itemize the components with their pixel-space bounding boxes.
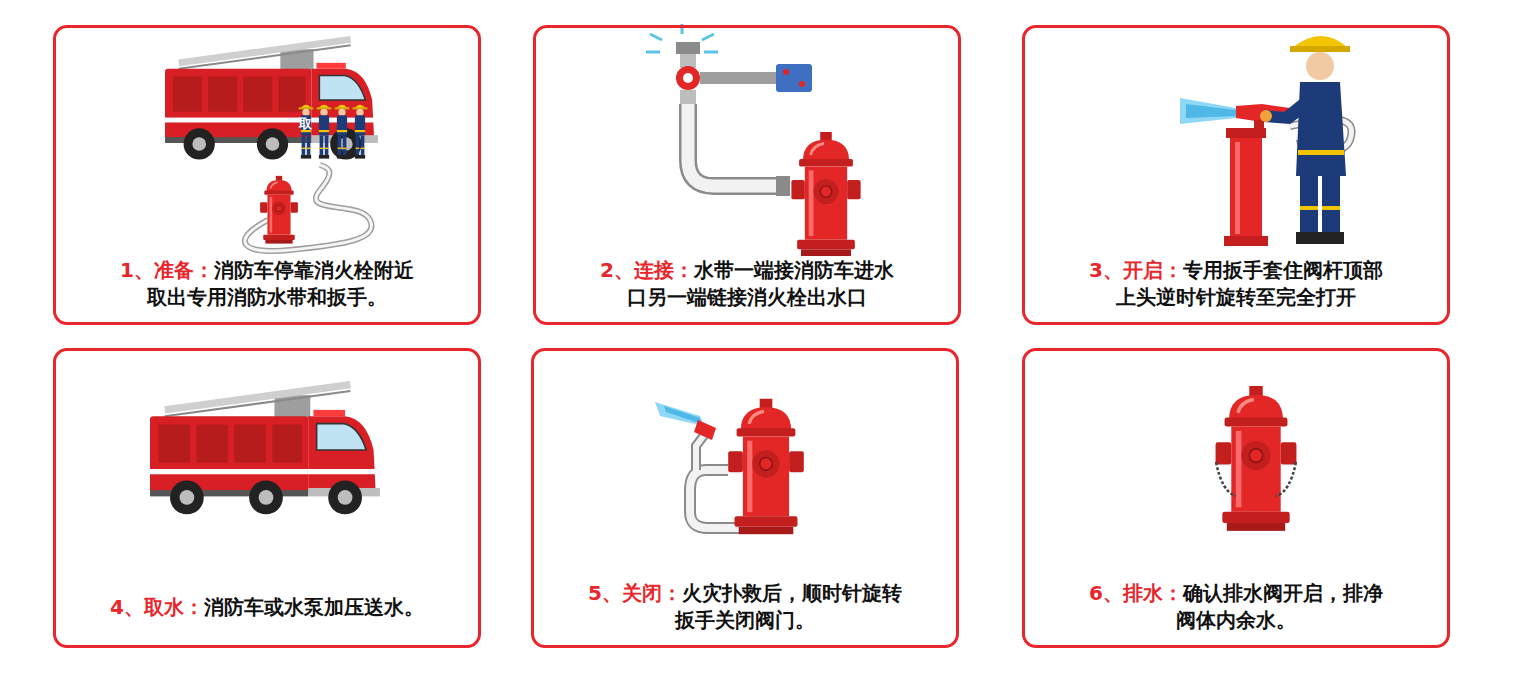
panel-3-shape [1224,236,1268,246]
panel-2-shape [683,73,693,83]
step-caption: 3、开启：专用扳手套住阀杆顶部 上头逆时针旋转至完全打开 [1033,250,1439,318]
step-panel: 3、开启：专用扳手套住阀杆顶部 上头逆时针旋转至完全打开 [1022,25,1450,325]
step-caption: 5、关闭：火灾扑救后，顺时针旋转 扳手关闭阀门。 [542,573,948,641]
panel-5-shape [690,470,740,528]
panel-4-art [150,385,380,515]
panel-5-shape [728,399,804,534]
panel-3-shape [1320,232,1344,244]
panel-3-shape [1290,46,1350,52]
panel-3-shape [1186,104,1236,118]
panel-2-shape [776,176,790,196]
caption-text: 6、排水：确认排水阀开启，排净 阀体内余水。 [1036,580,1436,634]
panel-5-shape [690,470,740,528]
step-heading: 2、连接： [600,258,694,282]
caption-text: 5、关闭：火灾扑救后，顺时针旋转 扳手关闭阀门。 [545,580,945,634]
panel-2-shape [776,64,812,92]
panel-6-shape [1216,462,1296,496]
panel-3-shape [1300,206,1318,210]
panel-3-shape [1322,176,1340,234]
panel-3-art [1180,36,1352,246]
panel-3-shape [1322,206,1340,210]
panel-5-shape [694,420,716,440]
caption-text: 1、准备：消防车停靠消火栓附近 取出专用消防水带和扳手。 [67,257,467,311]
panel-2-shape [680,54,696,68]
panel-1-shape [260,176,298,244]
panel-6-art [1216,386,1297,531]
step-caption: 4、取水：消防车或水泵加压送水。 [64,573,470,641]
panel-2-shape [680,90,696,104]
panel-1-shape [335,105,350,159]
step-heading: 3、开启： [1089,258,1183,282]
caption-text: 4、取水：消防车或水泵加压送水。 [110,594,424,621]
uniform-mark: 取 [299,117,312,130]
step-panel: 6、排水：确认排水阀开启，排净 阀体内余水。 [1022,348,1450,648]
panel-2-shape [799,81,805,87]
panel-2-shape [688,104,790,186]
panel-2-shape [676,42,700,54]
step-caption: 1、准备：消防车停靠消火栓附近 取出专用消防水带和扳手。 [64,250,470,318]
caption-text: 3、开启：专用扳手套住阀杆顶部 上头逆时针旋转至完全打开 [1036,257,1436,311]
panel-3-shape [1296,82,1346,176]
panel-3-shape [1296,232,1320,244]
panel-1-shape [245,165,372,251]
panel-2-shape [791,132,860,256]
step-description: 确认排水阀开启，排净 阀体内余水。 [1176,581,1383,632]
panel-2-shape [783,69,789,75]
panel-1-shape [299,105,314,159]
panel-3-shape [1230,138,1262,238]
step-panel: 4、取水：消防车或水泵加压送水。 [53,348,481,648]
panel-1-shape [165,39,378,159]
panel-5-shape [655,402,704,426]
panel-1-shape [353,105,368,159]
panel-3-shape [1260,110,1272,122]
panel-2-art [646,24,861,256]
step-panel: 5、关闭：火灾扑救后，顺时针旋转 扳手关闭阀门。 [531,348,959,648]
step-heading: 5、关闭： [588,581,682,605]
panel-3-shape [1300,176,1318,234]
panel-6-shape [1216,386,1297,531]
panel-1-shape [245,165,372,251]
panel-3-shape [1235,142,1240,234]
panel-3-shape [1298,150,1344,155]
panel-2-shape [688,104,790,186]
panel-1-shape [317,105,332,159]
step-heading: 6、排水： [1089,581,1183,605]
panel-1-art [165,39,378,251]
panel-4-shape [150,385,380,515]
step-caption: 6、排水：确认排水阀开启，排净 阀体内余水。 [1033,573,1439,641]
step-heading: 1、准备： [120,258,214,282]
step-panel: 2、连接：水带一端接消防车进水 口另一端链接消火栓出水口 [533,25,961,325]
panel-2-shape [700,72,778,84]
step-caption: 2、连接：水带一端接消防车进水 口另一端链接消火栓出水口 [544,250,950,318]
step-description: 火灾扑救后，顺时针旋转 扳手关闭阀门。 [675,581,902,632]
panel-5-art [655,399,804,534]
panel-3-shape [1264,96,1312,124]
caption-text: 2、连接：水带一端接消防车进水 口另一端链接消火栓出水口 [547,257,947,311]
step-panel: 1、准备：消防车停靠消火栓附近 取出专用消防水带和扳手。 [53,25,481,325]
panel-3-shape [1254,120,1264,130]
panel-5-shape [664,406,702,424]
step-heading: 4、取水： [110,595,204,619]
panel-3-shape [1180,98,1236,124]
panel-2-shape [676,66,700,90]
panel-3-shape [1306,52,1334,80]
step-description: 消防车或水泵加压送水。 [204,595,424,619]
